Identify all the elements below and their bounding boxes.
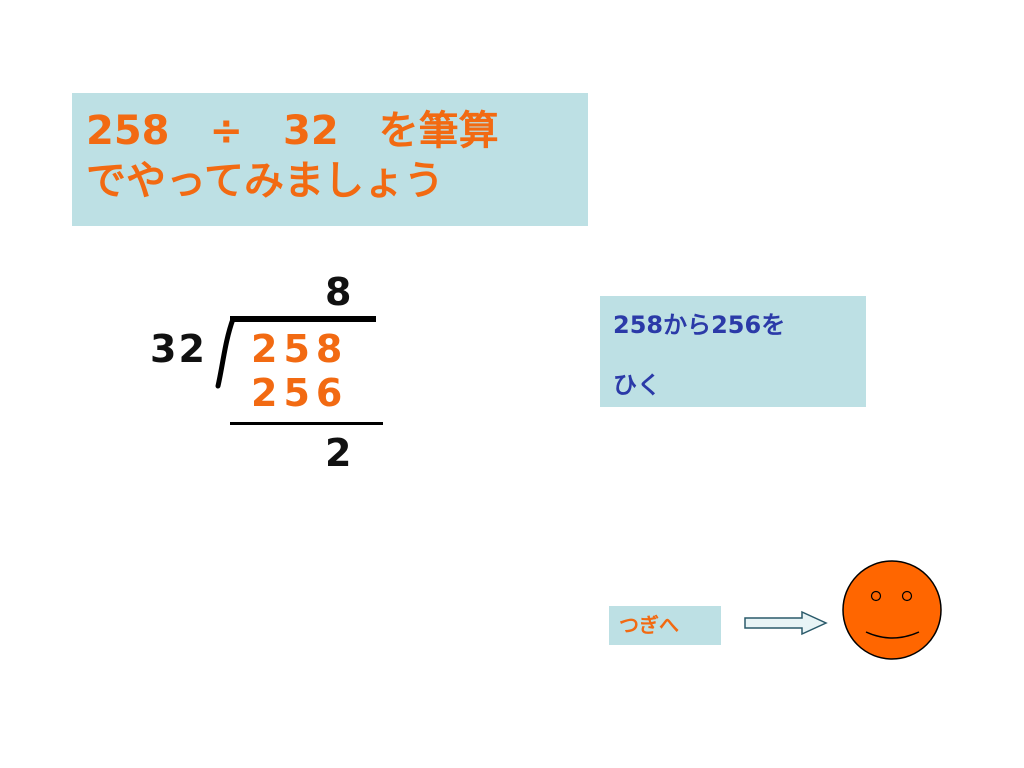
- divisor: 32: [150, 327, 207, 371]
- explanation-box: 258から256を ひく: [600, 296, 866, 407]
- remainder: 2: [325, 431, 352, 475]
- division-bracket: [215, 316, 236, 389]
- subtraction-line: [230, 422, 383, 425]
- dividend: 258: [251, 327, 349, 371]
- next-button[interactable]: つぎへ: [609, 606, 721, 645]
- explanation-line-1: 258から256を: [613, 311, 786, 339]
- title-line-1: 258 ÷ 32 を筆算: [86, 108, 499, 154]
- right-arrow-icon[interactable]: [744, 610, 828, 636]
- division-bar: [230, 316, 376, 322]
- product: 256: [251, 371, 349, 415]
- smiley-face-icon[interactable]: [840, 558, 944, 662]
- explanation-line-2: ひく: [613, 371, 661, 399]
- quotient: 8: [325, 270, 352, 314]
- title-line-2: でやってみましょう: [86, 158, 444, 204]
- title-box: 258 ÷ 32 を筆算 でやってみましょう: [72, 93, 588, 226]
